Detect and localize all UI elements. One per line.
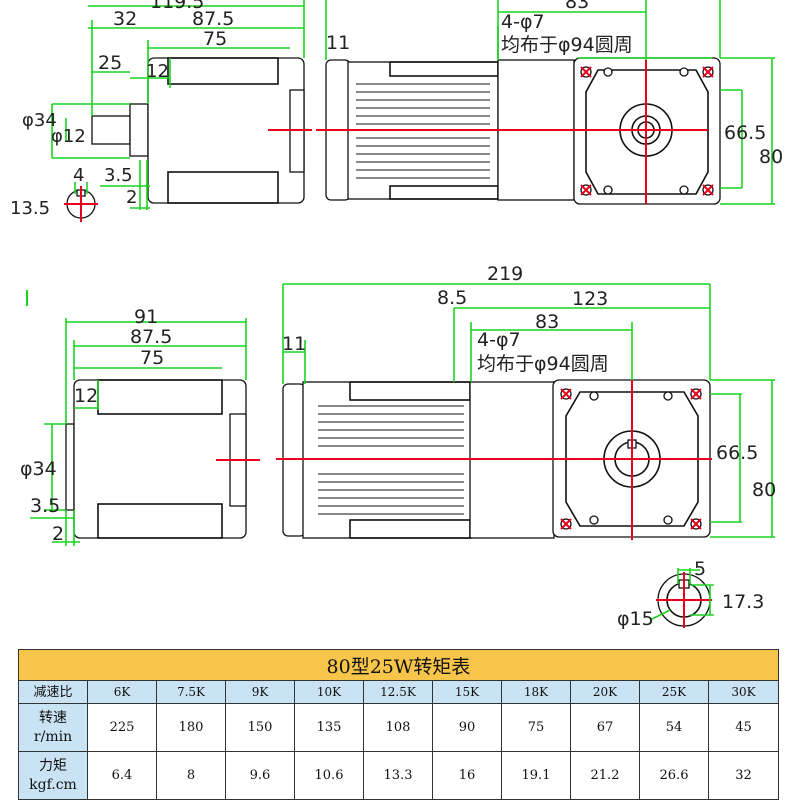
torque-cell: 21.2 [570,751,640,800]
dim-8-5: 8.5 [437,287,467,309]
torque-cell: 16 [432,751,502,800]
dimension-drawing: 119.5 32 87.5 75 25 12 φ34 φ12 4 3.5 2 1… [10,0,783,630]
speed-label-line2: r/min [33,728,73,745]
dim-12-b: 12 [74,385,98,407]
speed-row: 转速 r/min 225 180 150 135 108 90 75 67 54… [18,703,779,752]
dim-12: 12 [146,61,169,82]
torque-cell: 13.3 [363,751,433,800]
table-title: 80型25W转矩表 [18,649,779,681]
bottom-side-view: 91 87.5 75 12 φ34 3.5 2 [20,306,260,546]
ratio-cell: 15K [432,680,502,704]
dim-25: 25 [98,52,122,74]
dim-87-5-b: 87.5 [130,326,172,348]
dim-17-3: 17.3 [722,591,764,613]
dim-32: 32 [113,8,137,30]
torque-cell: 10.6 [294,751,364,800]
torque-label-line1: 力矩 [39,757,67,774]
ratio-cell: 6K [87,680,157,704]
ratio-cell: 30K [708,680,779,704]
torque-cell: 19.1 [501,751,571,800]
dim-80: 80 [759,146,783,168]
top-mount-holes [580,66,714,196]
dim-123: 123 [572,288,608,310]
holes-spec-line2: 均布于φ94圆周 [501,34,633,56]
speed-cell: 75 [501,703,571,752]
dim-4: 4 [73,165,84,186]
bottom-mount-holes [560,388,702,530]
dim-11-b: 11 [282,333,306,355]
dim-3-5: 3.5 [104,165,133,186]
ratio-cell: 25K [639,680,709,704]
ratio-cell: 10K [294,680,364,704]
torque-cell: 8 [156,751,226,800]
speed-cell: 180 [156,703,226,752]
torque-cell: 9.6 [225,751,295,800]
holes-spec-line2-b: 均布于φ94圆周 [477,353,609,375]
ratio-cell: 12.5K [363,680,433,704]
dim-219: 219 [487,263,523,285]
speed-cell: 67 [570,703,640,752]
dim-2-b: 2 [52,523,64,545]
dim-83: 83 [565,0,589,13]
dim-87-5: 87.5 [192,8,234,30]
dim-66-5: 66.5 [724,122,766,144]
shaft-section-view: 5 17.3 φ15 [617,558,764,630]
ratio-cell: 9K [225,680,295,704]
torque-label-line2: kgf.cm [29,776,77,793]
dim-11: 11 [326,32,350,54]
torque-row: 力矩 kgf.cm 6.4 8 9.6 10.6 13.3 16 19.1 21… [18,751,779,800]
dim-2: 2 [126,187,137,208]
dim-phi15: φ15 [617,608,654,630]
dim-83-b: 83 [535,311,559,333]
ratio-label: 减速比 [18,680,88,704]
speed-cell: 150 [225,703,295,752]
speed-cell: 90 [432,703,502,752]
speed-cell: 108 [363,703,433,752]
torque-label: 力矩 kgf.cm [18,751,88,800]
holes-spec-line1: 4-φ7 [501,11,545,33]
torque-cell: 26.6 [639,751,709,800]
ratio-cell: 20K [570,680,640,704]
ratio-row: 减速比 6K 7.5K 9K 10K 12.5K 15K 18K 20K 25K… [18,680,779,704]
torque-table: 80型25W转矩表 减速比 6K 7.5K 9K 10K 12.5K 15K 1… [18,649,779,800]
dim-phi12: φ12 [51,126,86,147]
top-motor-fins [356,83,490,179]
dim-66-5-b: 66.5 [716,442,758,464]
ratio-cell: 18K [501,680,571,704]
dim-75: 75 [203,28,227,50]
speed-label: 转速 r/min [18,703,88,752]
dim-13-5: 13.5 [10,198,50,219]
speed-cell: 225 [87,703,157,752]
dim-119-5: 119.5 [150,0,204,13]
speed-label-line1: 转速 [39,709,67,726]
speed-cell: 135 [294,703,364,752]
holes-spec-line1-b: 4-φ7 [477,329,521,351]
ratio-cell: 7.5K [156,680,226,704]
bottom-motor-fins [318,405,464,515]
dim-75-b: 75 [140,347,164,369]
speed-cell: 54 [639,703,709,752]
torque-cell: 32 [708,751,779,800]
dim-91: 91 [134,306,158,328]
top-shaft [91,115,131,145]
dim-phi34: φ34 [22,110,57,131]
top-front-view: 83 11 4-φ7 均布于φ94圆周 66.5 80 [316,0,783,205]
dim-5: 5 [694,558,706,580]
top-side-view: 119.5 32 87.5 75 25 12 φ34 φ12 4 3.5 2 1… [10,0,312,222]
torque-cell: 6.4 [87,751,157,800]
dim-phi34-b: φ34 [20,458,57,480]
dim-3-5-b: 3.5 [30,495,60,517]
speed-cell: 45 [708,703,779,752]
bottom-front-view: 219 8.5 123 83 11 4-φ7 均布于φ94圆周 66.5 80 [276,263,776,540]
dim-80-b: 80 [752,479,776,501]
